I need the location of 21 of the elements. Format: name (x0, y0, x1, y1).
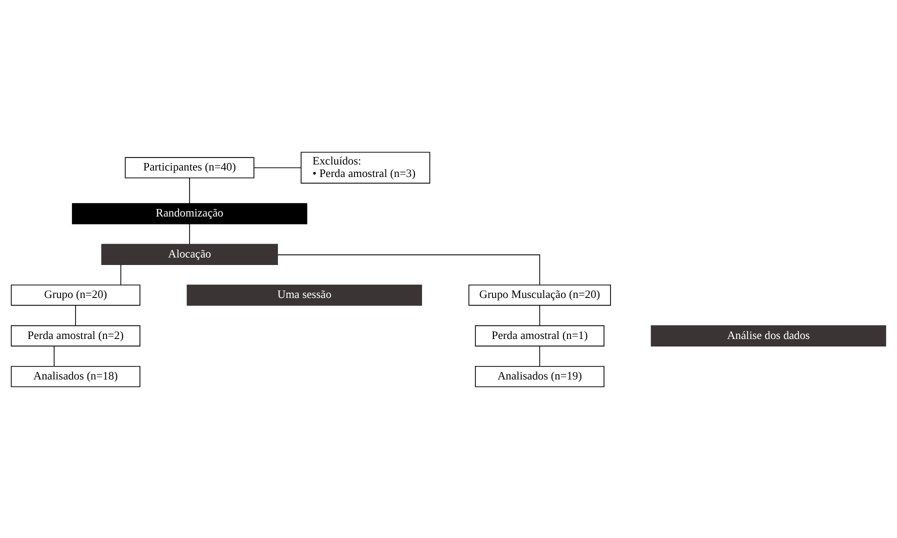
node-box: Randomização (72, 202, 308, 224)
connector (539, 304, 540, 326)
connector (75, 304, 76, 326)
node-box: Alocação (101, 243, 278, 265)
node-box: Perda amostral (n=2) (10, 324, 140, 346)
node-box: Análise dos dados (650, 324, 886, 346)
node-box: Grupo (n=20) (10, 284, 140, 306)
node-box: Excluídos: • Perda amostral (n=3) (300, 151, 430, 184)
node-box: Grupo Musculação (n=20) (468, 284, 611, 306)
node-box: Uma sessão (186, 284, 422, 306)
node-box: Analisados (n=18) (10, 365, 140, 387)
node-box: Analisados (n=19) (474, 365, 604, 387)
connector (189, 223, 190, 244)
connector (539, 345, 540, 366)
node-box: Participantes (n=40) (124, 156, 254, 178)
connector (189, 177, 190, 204)
connector (277, 254, 540, 285)
connector (54, 345, 55, 366)
connector (120, 264, 122, 285)
connector (254, 166, 302, 168)
node-box: Perda amostral (n=1) (474, 324, 604, 346)
